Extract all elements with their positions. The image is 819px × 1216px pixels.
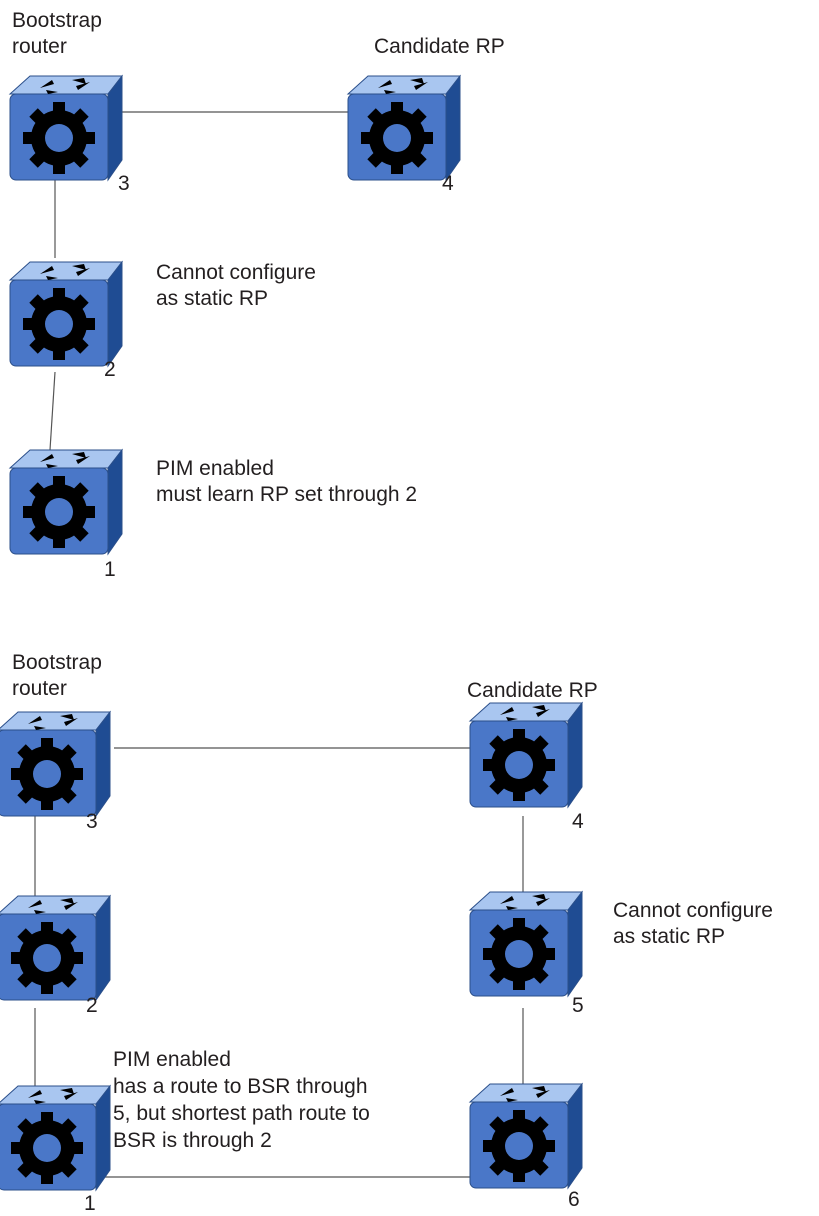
cannot-configure-label: Cannot configure as static RP [156,261,316,310]
bootstrap-router-label: Bootstrap router [12,651,102,700]
candidate-rp-label: Candidate RP [467,679,598,702]
router-number-3: 3 [86,810,98,833]
router-number-4: 4 [442,172,454,195]
router-4-icon [469,702,583,808]
router-number-1: 1 [84,1192,96,1215]
router-number-2: 2 [104,358,116,381]
top-links [49,111,350,451]
router-3-icon [9,75,123,181]
pim-enabled-label: PIM enabled has a route to BSR through 5… [113,1048,370,1152]
router-2-icon [9,261,123,367]
router-number-3: 3 [118,172,130,195]
router-4-icon [347,75,461,181]
router-1-icon [9,449,123,555]
router-6-icon [469,1083,583,1189]
router-5-icon [469,891,583,997]
router-number-4: 4 [572,810,584,833]
bootstrap-router-label: Bootstrap router [12,9,102,58]
router-1-icon [0,1085,111,1191]
router-number-6: 6 [568,1188,580,1211]
router-number-5: 5 [572,994,584,1017]
router-number-1: 1 [104,558,116,581]
bottom-links [34,747,524,1178]
cannot-configure-label: Cannot configure as static RP [613,899,773,948]
router-2-icon [0,895,111,1001]
candidate-rp-label: Candidate RP [374,35,505,58]
pim-enabled-label: PIM enabled must learn RP set through 2 [156,457,418,506]
router-number-2: 2 [86,994,98,1017]
router-3-icon [0,711,111,817]
